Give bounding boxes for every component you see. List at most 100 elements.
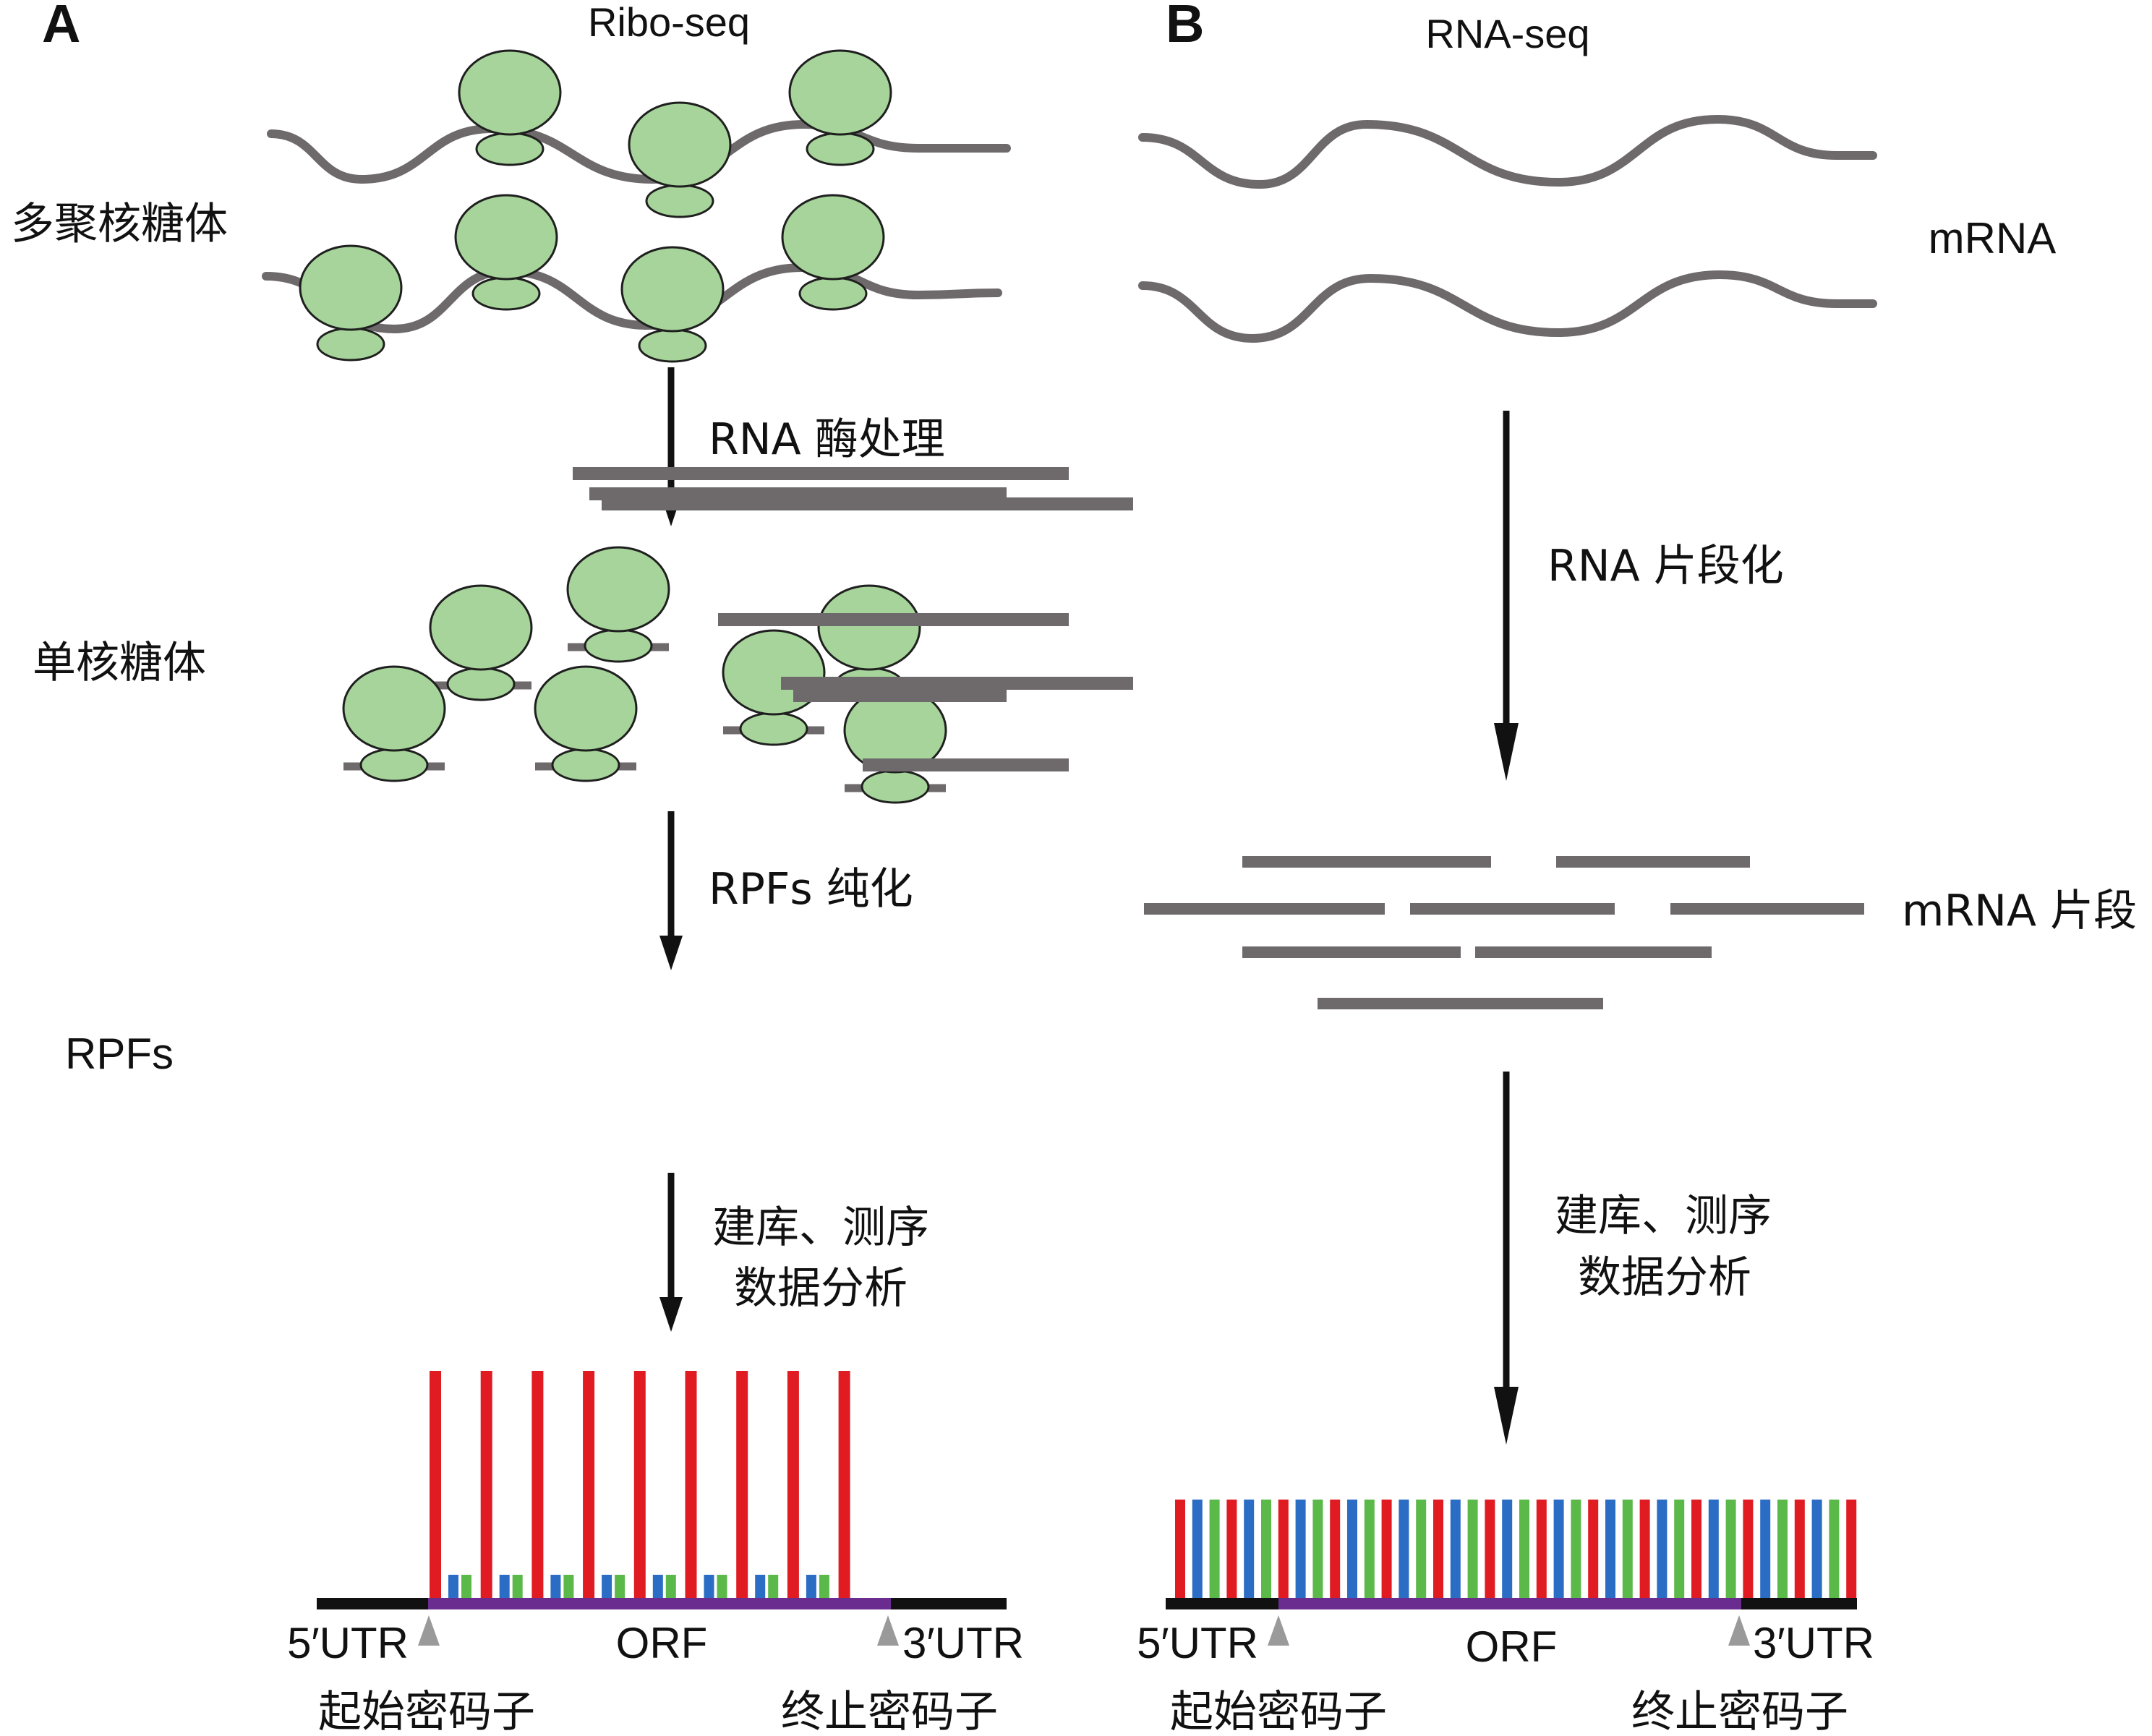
polysome-ribosome-1-large-subunit <box>458 49 562 136</box>
ribo-bar-green-3 <box>563 1575 574 1598</box>
rna-bar-40 <box>1846 1500 1857 1598</box>
rpfs-label: RPFs <box>65 1030 174 1078</box>
rna-bar-26 <box>1605 1500 1615 1598</box>
ribo-bar-blue-6 <box>704 1575 714 1598</box>
rna-bar-24 <box>1571 1500 1581 1598</box>
monosome-2-small-subunit <box>446 667 516 701</box>
panel-a-title: Ribo-seq <box>588 0 750 45</box>
polysome-ribosome-1-small-subunit <box>475 132 545 166</box>
rna-bar-17 <box>1450 1500 1461 1598</box>
ribo-bar-blue-7 <box>755 1575 766 1598</box>
monosome-1-large-subunit <box>566 546 670 633</box>
arrow-library-a <box>659 1173 683 1332</box>
polysome-ribosome-7-large-subunit <box>781 194 885 281</box>
mrna-fragments-label: mRNA 片段 <box>1902 886 2137 936</box>
mrna-strand-2 <box>1138 270 1877 343</box>
polysome-ribosome-2 <box>628 101 732 218</box>
ribo-bar-green-8 <box>819 1575 829 1598</box>
ribo-bar-red-1 <box>430 1371 441 1598</box>
arrow-purify <box>659 811 683 970</box>
polysome-ribosome-6 <box>620 246 725 363</box>
monosome-7 <box>843 687 947 804</box>
monosomes <box>342 546 947 804</box>
polysome-ribosome-4-large-subunit <box>299 244 403 331</box>
rna-bar-39 <box>1829 1500 1840 1598</box>
ribo-bar-red-9 <box>838 1371 850 1598</box>
polysome-ribosome-5-small-subunit <box>471 276 541 311</box>
polysome-ribosome-2-large-subunit <box>628 101 732 188</box>
ribo-bar-green-2 <box>512 1575 523 1598</box>
stop-codon-marker-b-icon <box>1728 1615 1750 1646</box>
monosome-4-large-subunit <box>342 665 446 752</box>
polysome-ribosome-3 <box>788 49 892 166</box>
ribo-bar-green-7 <box>768 1575 779 1598</box>
mrna-strands <box>1138 114 1877 343</box>
step-fragment-label: RNA 片段化 <box>1547 541 1784 591</box>
polysome-ribosome-5-large-subunit <box>454 194 558 281</box>
step-analysis-a-label: 数据分析 <box>734 1263 908 1314</box>
monosome-label: 单核糖体 <box>33 638 206 688</box>
polysome-ribosome-7-small-subunit <box>798 276 868 311</box>
rna-bar-16 <box>1433 1500 1443 1598</box>
rna-bar-30 <box>1674 1500 1685 1598</box>
rna-bar-2 <box>1192 1500 1203 1598</box>
rna-bar-13 <box>1381 1500 1392 1598</box>
polysome-mrna-strands <box>262 119 1011 334</box>
rna-bar-1 <box>1175 1500 1185 1598</box>
ribo-bar-blue-1 <box>448 1575 458 1598</box>
polysome-ribosome-1 <box>458 49 562 166</box>
ribo-bar-blue-4 <box>602 1575 612 1598</box>
rna-bar-37 <box>1794 1500 1805 1598</box>
step-analysis-b-label: 数据分析 <box>1578 1252 1751 1303</box>
stop-codon-label-a: 终止密码子 <box>781 1687 998 1736</box>
polysome-ribosome-6-small-subunit <box>638 328 707 363</box>
monosome-4-small-subunit <box>359 748 429 782</box>
ribo-bar-green-1 <box>461 1575 471 1598</box>
rna-bar-32 <box>1708 1500 1719 1598</box>
monosome-3-large-subunit <box>817 584 921 671</box>
orf-label-a: ORF <box>616 1619 708 1667</box>
ribo-bar-blue-8 <box>806 1575 816 1598</box>
gene-track-b <box>1166 1598 1857 1646</box>
stop-codon-label-b: 终止密码子 <box>1631 1687 1848 1736</box>
rna-bar-9 <box>1312 1500 1323 1598</box>
rna-bar-21 <box>1519 1500 1529 1598</box>
ribo-bar-green-4 <box>615 1575 625 1598</box>
monosome-2 <box>429 584 533 701</box>
rna-bar-36 <box>1777 1500 1788 1598</box>
panel-b-letter: B <box>1166 0 1204 54</box>
utr3-label-b: 3′UTR <box>1753 1619 1874 1667</box>
polysome-ribosome-2-small-subunit <box>645 184 714 218</box>
rna-bar-15 <box>1416 1500 1427 1598</box>
monosome-5 <box>534 665 638 782</box>
monosome-5-large-subunit <box>534 665 638 752</box>
rna-bar-19 <box>1485 1500 1495 1598</box>
step-purify-label: RPFs 纯化 <box>709 864 913 915</box>
rna-bar-10 <box>1330 1500 1341 1598</box>
ribo-bar-red-2 <box>480 1371 492 1598</box>
polysome-label: 多聚核糖体 <box>11 199 228 249</box>
rna-seq-coverage-bars <box>1175 1500 1857 1598</box>
rna-bar-12 <box>1364 1500 1375 1598</box>
ribo-bar-red-4 <box>583 1371 595 1598</box>
monosome-1-small-subunit <box>584 628 653 663</box>
ribo-bar-red-5 <box>633 1371 646 1598</box>
step-library-a-label: 建库、测序 <box>712 1202 929 1253</box>
rna-bar-38 <box>1811 1500 1822 1598</box>
rpf-fragments <box>573 467 1133 771</box>
start-codon-marker-icon <box>418 1615 440 1646</box>
rna-bar-6 <box>1261 1500 1271 1598</box>
monosome-6-small-subunit <box>739 711 808 746</box>
start-codon-marker-b-icon <box>1268 1615 1289 1646</box>
rna-bar-3 <box>1209 1500 1220 1598</box>
ribo-seq-coverage-bars <box>430 1371 850 1598</box>
rna-bar-8 <box>1295 1500 1306 1598</box>
utr5-label-a: 5′UTR <box>287 1619 409 1667</box>
polysome-strand-2 <box>262 262 1002 334</box>
rna-bar-34 <box>1743 1500 1754 1598</box>
rna-bar-35 <box>1760 1500 1771 1598</box>
rna-bar-23 <box>1553 1500 1564 1598</box>
ribo-bar-red-8 <box>787 1371 799 1598</box>
polysome-ribosome-3-small-subunit <box>806 132 875 166</box>
